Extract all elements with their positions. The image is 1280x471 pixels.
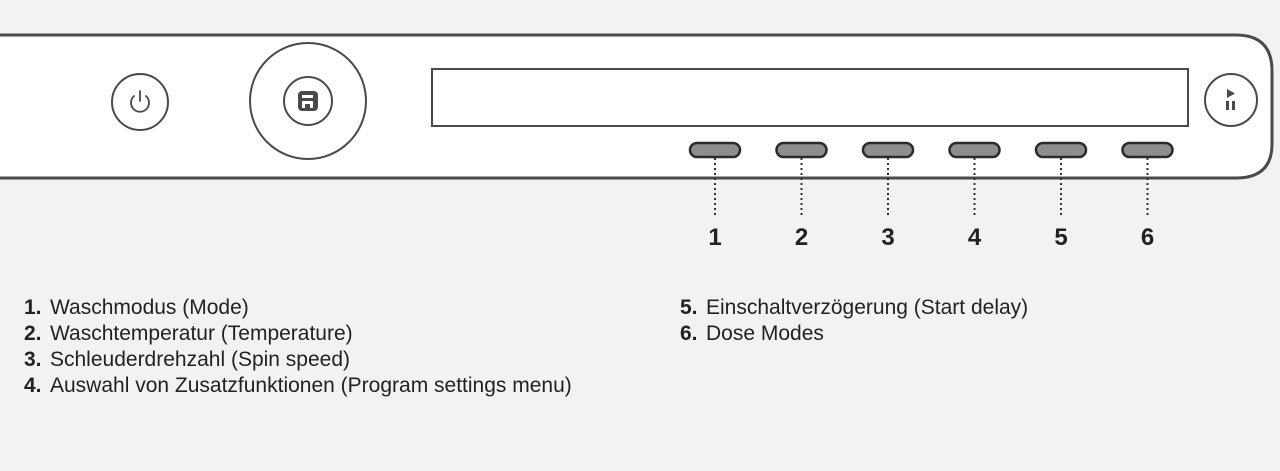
- button-number-label: 6: [1140, 224, 1155, 251]
- legend-item-temperature: 2. Waschtemperatur (Temperature): [24, 321, 664, 347]
- power-button[interactable]: [111, 73, 169, 131]
- button-number-label: 5: [1054, 224, 1068, 251]
- legend-right: 5. Einschaltverzögerung (Start delay) 6.…: [680, 295, 1260, 347]
- button-number-label: 2: [794, 224, 809, 251]
- legend-number: 1.: [24, 296, 42, 319]
- legend-number: 6.: [680, 322, 698, 345]
- legend-text: Auswahl von Zusatzfunktionen (Program se…: [50, 374, 572, 397]
- leader-lines: [714, 158, 1149, 218]
- legend-left: 1. Waschmodus (Mode) 2. Waschtemperatur …: [24, 295, 664, 399]
- legend-number: 3.: [24, 348, 42, 371]
- button-number-label: 3: [881, 224, 895, 251]
- legend-text: Einschaltverzögerung (Start delay): [706, 296, 1029, 319]
- legend-item-program-settings: 4. Auswahl von Zusatzfunktionen (Program…: [24, 373, 664, 399]
- program-selector-dial[interactable]: [249, 42, 367, 160]
- legend-item-start-delay: 5. Einschaltverzögerung (Start delay): [680, 295, 1260, 321]
- function-button-6[interactable]: [1121, 141, 1174, 159]
- function-button-4[interactable]: [948, 141, 1001, 159]
- function-button-5[interactable]: [1034, 141, 1088, 159]
- start-pause-icon: [1226, 89, 1235, 110]
- start-pause-button[interactable]: [1204, 73, 1258, 127]
- function-buttons: [688, 141, 1174, 159]
- button-number-label: 1: [708, 224, 722, 251]
- function-button-2[interactable]: [775, 141, 828, 159]
- legend-item-dose-modes: 6. Dose Modes: [680, 321, 1260, 347]
- legend-text: Waschtemperatur (Temperature): [50, 322, 353, 345]
- legend-number: 2.: [24, 322, 42, 345]
- legend-number: 5.: [680, 296, 698, 319]
- button-number-label: 4: [967, 224, 982, 251]
- legend-number: 4.: [24, 374, 42, 397]
- program-selector-icon: [298, 91, 318, 111]
- function-button-3[interactable]: [861, 141, 915, 159]
- legend-text: Schleuderdrehzahl (Spin speed): [50, 348, 351, 371]
- legend-text: Waschmodus (Mode): [50, 296, 249, 319]
- function-button-1[interactable]: [688, 141, 742, 159]
- power-icon: [130, 90, 150, 113]
- display-window: [431, 68, 1189, 127]
- legend-item-spin-speed: 3. Schleuderdrehzahl (Spin speed): [24, 347, 664, 373]
- legend-item-mode: 1. Waschmodus (Mode): [24, 295, 664, 321]
- legend-text: Dose Modes: [706, 322, 824, 345]
